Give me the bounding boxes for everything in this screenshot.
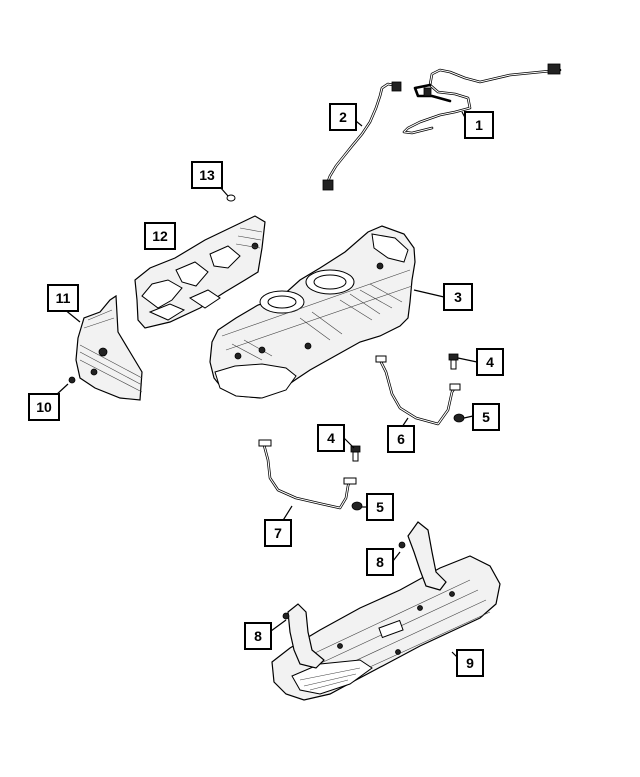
part-heat-shield-upper — [134, 215, 266, 329]
leader-3 — [413, 289, 445, 298]
leader-4b — [343, 437, 355, 449]
part-nut-5-upper — [453, 413, 465, 423]
part-strap-7 — [258, 439, 357, 510]
callout-5a-label: 5 — [482, 409, 490, 425]
callout-10: 10 — [28, 393, 60, 421]
part-vapor-tube — [402, 63, 562, 135]
callout-5a: 5 — [472, 403, 500, 431]
callout-13: 13 — [191, 161, 223, 189]
part-strap-6 — [375, 355, 461, 426]
callout-4a: 4 — [476, 348, 504, 376]
callout-8a: 8 — [366, 548, 394, 576]
part-fuel-line — [322, 81, 402, 191]
callout-5b: 5 — [366, 493, 394, 521]
callout-11-label: 11 — [56, 290, 71, 306]
callout-3: 3 — [443, 283, 473, 311]
callout-9: 9 — [456, 649, 484, 677]
part-nut-5-lower — [351, 501, 363, 511]
callout-4b-label: 4 — [327, 430, 335, 446]
callout-6-label: 6 — [397, 431, 405, 447]
part-fuel-tank — [209, 225, 416, 399]
callout-8b-label: 8 — [254, 628, 262, 644]
part-bracket-8-upper — [398, 521, 447, 591]
part-nut-13 — [226, 194, 236, 202]
leader-8a — [392, 551, 401, 562]
leader-4a — [457, 357, 478, 363]
callout-8b: 8 — [244, 622, 272, 650]
part-heat-shield-lower — [75, 294, 143, 401]
callout-9-label: 9 — [466, 655, 474, 671]
callout-3-label: 3 — [454, 289, 462, 305]
callout-1: 1 — [464, 111, 494, 139]
callout-12: 12 — [144, 222, 176, 250]
callout-4b: 4 — [317, 424, 345, 452]
callout-8a-label: 8 — [376, 554, 384, 570]
part-skid-plate — [271, 555, 501, 701]
part-bolt-4-upper — [448, 353, 459, 370]
leader-8b — [270, 619, 287, 632]
part-clip-10 — [68, 376, 76, 384]
callout-11: 11 — [47, 284, 79, 312]
callout-2: 2 — [329, 103, 357, 131]
callout-12-label: 12 — [152, 228, 168, 244]
callout-7-label: 7 — [274, 525, 282, 541]
callout-4a-label: 4 — [486, 354, 494, 370]
callout-6: 6 — [387, 425, 415, 453]
callout-1-label: 1 — [475, 117, 483, 133]
callout-7: 7 — [264, 519, 292, 547]
part-bolt-4-lower — [350, 445, 361, 462]
part-bracket-8-lower — [282, 603, 325, 669]
callout-10-label: 10 — [36, 399, 52, 415]
callout-5b-label: 5 — [376, 499, 384, 515]
callout-2-label: 2 — [339, 109, 347, 125]
callout-13-label: 13 — [199, 167, 215, 183]
leader-5a — [463, 415, 474, 419]
